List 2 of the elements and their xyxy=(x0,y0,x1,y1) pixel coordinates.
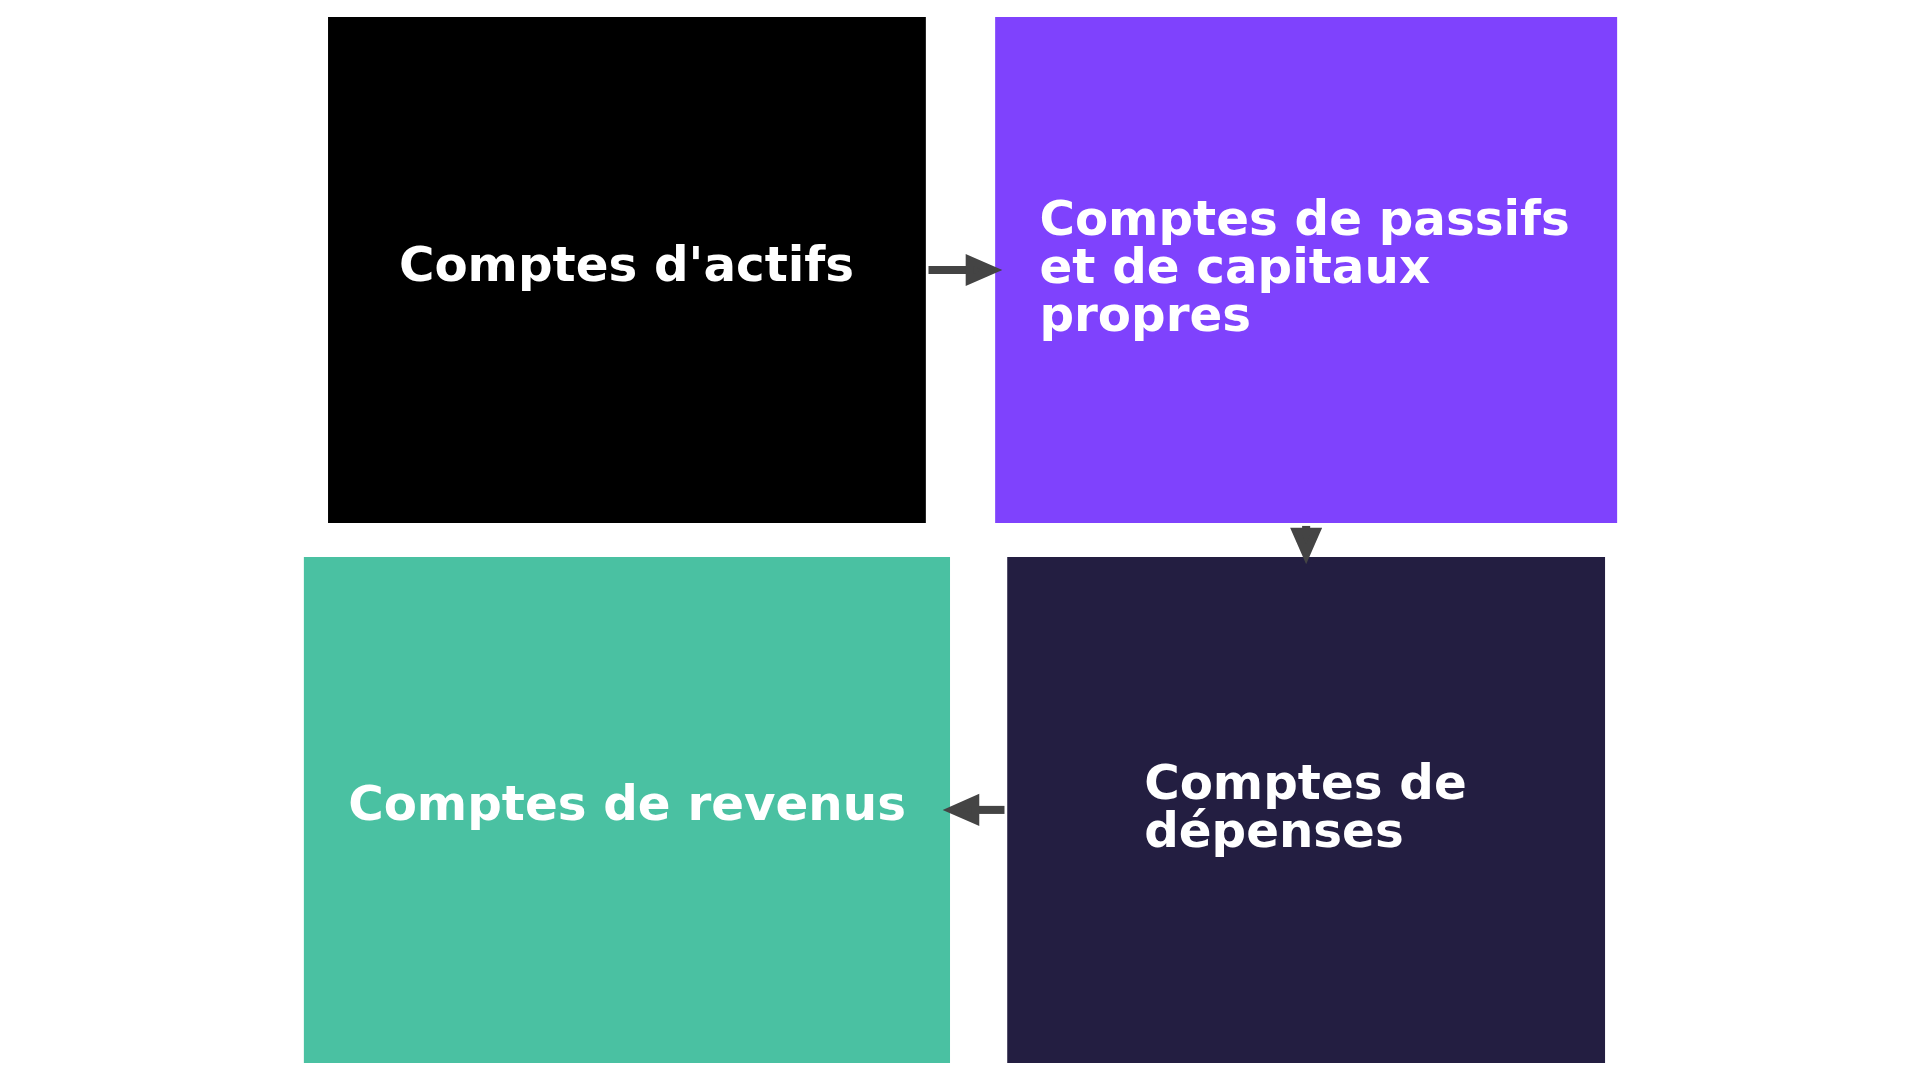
arrow xyxy=(942,793,1004,826)
arrow xyxy=(928,254,1002,287)
